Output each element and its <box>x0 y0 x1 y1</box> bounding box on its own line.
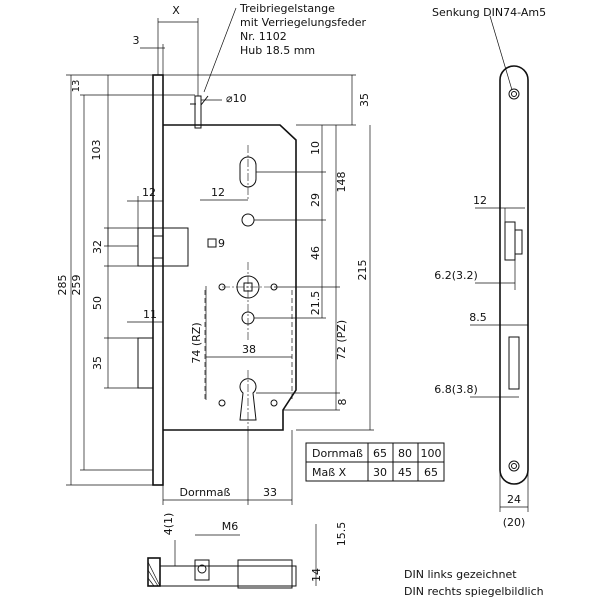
inner-dimensions <box>200 199 292 400</box>
dim-6-2: 6.2(3.2) <box>434 269 478 282</box>
dim-sq9: 9 <box>218 237 225 250</box>
dim-33: 33 <box>263 486 277 499</box>
dim-29: 29 <box>309 193 322 207</box>
top-dimensions <box>140 7 237 101</box>
dim-35-right: 35 <box>358 93 371 107</box>
dim-21-5: 21.5 <box>309 291 322 316</box>
dim-x-top: X <box>172 4 180 17</box>
dim-32: 32 <box>91 240 104 254</box>
din-left-note: DIN links gezeichnet <box>404 568 517 581</box>
table-row1-label: Dornmaß <box>312 447 363 460</box>
table-row1-cell3: 100 <box>421 447 442 460</box>
table-row2-label: Maß X <box>312 466 347 479</box>
drive-bar-label-1: Treibriegelstange <box>239 2 335 15</box>
dim-13: 13 <box>71 80 82 93</box>
dim-phi10: ⌀10 <box>226 92 247 105</box>
drive-bar-rod <box>190 95 209 129</box>
dim-3: 3 <box>133 34 140 47</box>
dim-259: 259 <box>70 275 83 296</box>
follower-square <box>222 262 274 342</box>
dim-46: 46 <box>309 246 322 260</box>
dim-8-5: 8.5 <box>469 311 487 324</box>
dim-148: 148 <box>335 172 348 193</box>
dim-m6: M6 <box>222 520 239 533</box>
faceplate-side-view <box>470 15 529 512</box>
cylinder-profile <box>239 370 257 430</box>
drive-bar-label-4: Hub 18.5 mm <box>240 44 315 57</box>
dim-14: 14 <box>310 568 323 582</box>
dim-24: 24 <box>507 493 521 506</box>
dead-bolt <box>137 337 154 389</box>
din-right-note: DIN rechts spiegelbildlich <box>404 585 544 598</box>
dim-50: 50 <box>91 296 104 310</box>
table-row1-cell2: 80 <box>398 447 412 460</box>
screw-hole-upper <box>241 213 255 227</box>
bottom-dimensions <box>162 430 293 505</box>
table-row1-cell1: 65 <box>373 447 387 460</box>
drive-bar-label-3: Nr. 1102 <box>240 30 287 43</box>
dim-6-8: 6.8(3.8) <box>434 383 478 396</box>
dim-12-bolt: 12 <box>142 186 156 199</box>
dim-285: 285 <box>56 275 69 296</box>
bolt-slot <box>239 145 257 200</box>
latch-bolt <box>137 227 189 267</box>
dim-215: 215 <box>356 260 369 281</box>
dim-8: 8 <box>336 399 349 406</box>
table-row2-cell3: 65 <box>424 466 438 479</box>
table-row2-cell1: 30 <box>373 466 387 479</box>
fixing-holes <box>218 283 278 407</box>
dim-35-left: 35 <box>91 356 104 370</box>
left-dimensions <box>66 74 195 486</box>
dim-10: 10 <box>309 141 322 155</box>
lock-case-outline <box>163 124 297 431</box>
right-dimensions <box>163 74 374 431</box>
dim-103: 103 <box>90 140 103 161</box>
dim-15-5: 15.5 <box>335 522 348 547</box>
square-icon <box>207 238 217 248</box>
dornmass-table <box>305 442 445 482</box>
dim-72-pz: 72 (PZ) <box>335 320 348 360</box>
dim-74-rz: 74 (RZ) <box>190 322 203 363</box>
drive-bar-label-2: mit Verriegelungsfeder <box>240 16 367 29</box>
lock-front-plate <box>152 74 164 486</box>
dim-4-1: 4(1) <box>162 513 175 536</box>
table-row2-cell2: 45 <box>398 466 412 479</box>
dim-11: 11 <box>143 308 157 321</box>
dim-12-inner: 12 <box>211 186 225 199</box>
dim-dornmass-bottom: Dornmaß <box>180 486 231 499</box>
dim-12-side: 12 <box>473 194 487 207</box>
dim-20: (20) <box>503 516 526 529</box>
dim-38: 38 <box>242 343 256 356</box>
bottom-section-view <box>147 524 317 589</box>
senkung-label: Senkung DIN74-Am5 <box>432 6 546 19</box>
